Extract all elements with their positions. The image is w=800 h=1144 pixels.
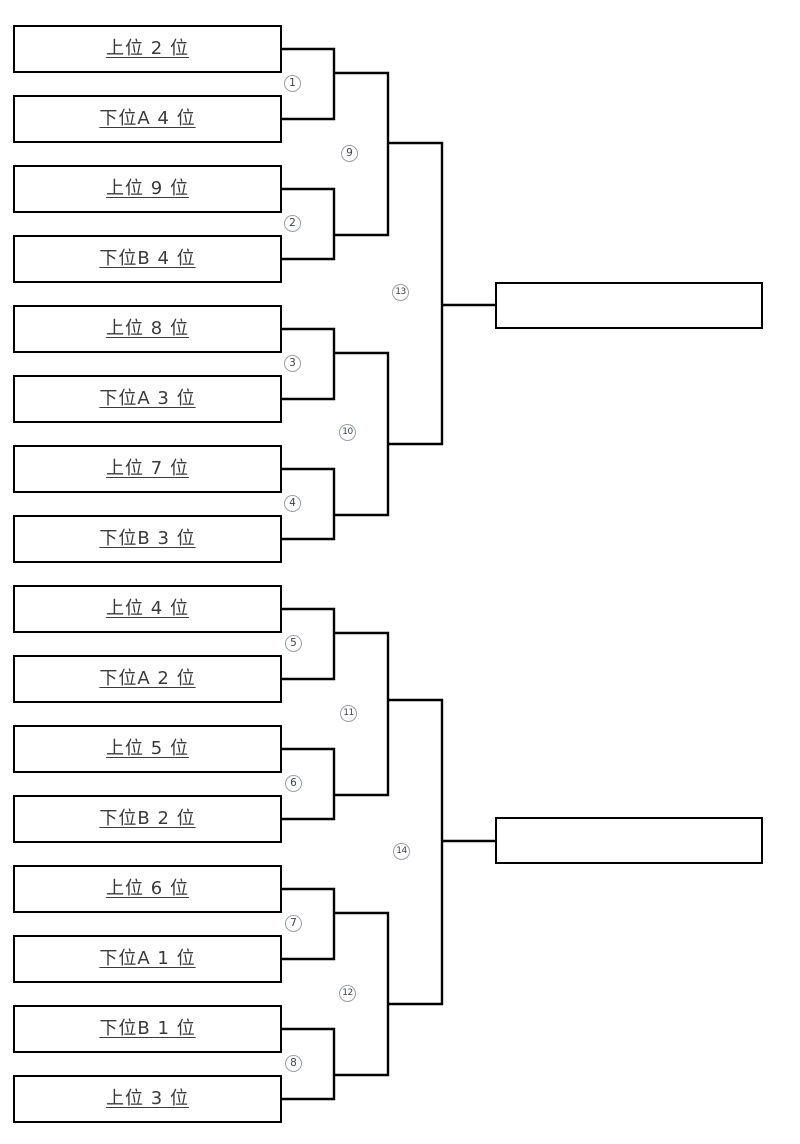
slot-label: 下位B 3 位 (99, 528, 196, 549)
match-number-10: 10 (339, 424, 356, 441)
slot-label: 上位 6 位 (106, 878, 189, 899)
match-number-7: 7 (285, 915, 302, 932)
slot-label: 上位 2 位 (106, 38, 189, 59)
match-number-9: 9 (341, 145, 358, 162)
match-number-11: 11 (340, 705, 357, 722)
slot-label: 上位 5 位 (106, 738, 189, 759)
bracket-slot-11: 上位 5 位 (13, 725, 282, 773)
match-number-1: 1 (284, 75, 301, 92)
bracket-slot-4: 下位B 4 位 (13, 235, 282, 283)
match-number-5: 5 (285, 635, 302, 652)
match-number-12: 12 (339, 985, 356, 1002)
final-box-bottom (495, 817, 763, 864)
final-box-top (495, 282, 763, 329)
bracket-slot-8: 下位B 3 位 (13, 515, 282, 563)
slot-label: 上位 9 位 (106, 178, 189, 199)
bracket-slot-12: 下位B 2 位 (13, 795, 282, 843)
slot-label: 下位A 2 位 (99, 668, 196, 689)
bracket-slot-9: 上位 4 位 (13, 585, 282, 633)
match-number-13: 13 (392, 284, 409, 301)
slot-label: 上位 3 位 (106, 1088, 189, 1109)
match-number-2: 2 (284, 215, 301, 232)
bracket-slot-15: 下位B 1 位 (13, 1005, 282, 1053)
bracket-slot-5: 上位 8 位 (13, 305, 282, 353)
bracket-slot-1: 上位 2 位 (13, 25, 282, 73)
bracket-slot-3: 上位 9 位 (13, 165, 282, 213)
bracket-slot-7: 上位 7 位 (13, 445, 282, 493)
bracket-slot-14: 下位A 1 位 (13, 935, 282, 983)
bracket-slot-6: 下位A 3 位 (13, 375, 282, 423)
slot-label: 上位 7 位 (106, 458, 189, 479)
match-number-3: 3 (284, 355, 301, 372)
match-number-4: 4 (284, 495, 301, 512)
slot-label: 上位 4 位 (106, 598, 189, 619)
match-number-8: 8 (285, 1055, 302, 1072)
slot-label: 下位B 2 位 (99, 808, 196, 829)
match-number-6: 6 (285, 775, 302, 792)
slot-label: 上位 8 位 (106, 318, 189, 339)
match-number-14: 14 (393, 843, 410, 860)
slot-label: 下位B 1 位 (99, 1018, 196, 1039)
slot-label: 下位B 4 位 (99, 248, 196, 269)
slot-label: 下位A 3 位 (99, 388, 196, 409)
bracket-slot-2: 下位A 4 位 (13, 95, 282, 143)
bracket-slot-10: 下位A 2 位 (13, 655, 282, 703)
bracket-slot-13: 上位 6 位 (13, 865, 282, 913)
slot-label: 下位A 1 位 (99, 948, 196, 969)
slot-label: 下位A 4 位 (99, 108, 196, 129)
bracket-slot-16: 上位 3 位 (13, 1075, 282, 1123)
